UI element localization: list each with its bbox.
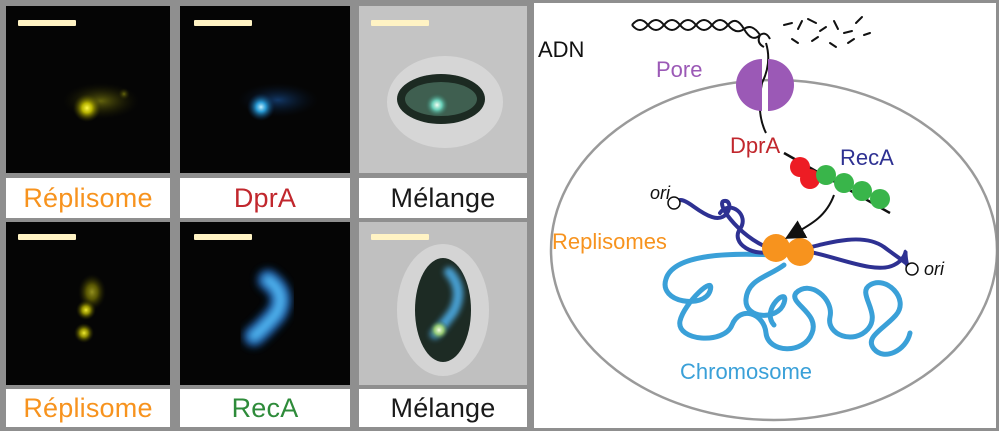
dna-double-helix [631,19,771,48]
transformation-diagram: ADN Pore DprA RecA ori Replisomes ori Ch… [534,3,996,428]
label-melange-1: Mélange [359,178,527,218]
cell-overlay-image [359,222,527,385]
micrograph-replisome-1 [6,6,170,173]
yellow-spot-image [63,83,139,122]
scale-bar [18,20,76,26]
pore-label: Pore [656,57,702,82]
scale-bar [18,234,76,240]
dpra-complex [790,157,820,189]
ori-top-label: ori [650,183,671,203]
scale-bar [194,20,252,26]
blue-spot-image [238,83,318,121]
micrograph-melange-2 [359,222,527,385]
reca-label: RecA [840,145,894,170]
chromosome-label: Chromosome [680,359,812,384]
micrograph-melange-1 [359,6,527,173]
scale-bar [371,20,429,26]
replisomes-label: Replisomes [552,229,667,254]
dpra-label: DprA [730,133,780,158]
blue-filament-image [243,269,292,347]
yellow-spots-image [74,274,106,343]
ori-right [905,262,919,276]
diagram-canvas: ADN Pore DprA RecA ori Replisomes ori Ch… [538,16,996,422]
cell-overlay-image [359,6,527,173]
ori-right-label: ori [924,259,945,279]
adn-label: ADN [538,37,584,62]
scale-bar [194,234,252,240]
label-replisome-1: Réplisome [6,178,170,218]
replisomes [762,234,814,266]
arrow-to-replisome [785,194,835,239]
label-replisome-2: Réplisome [6,389,170,427]
micrograph-reca [180,222,350,385]
ori-top [667,196,681,210]
label-dpra: DprA [180,178,350,218]
label-melange-2: Mélange [359,389,527,427]
scale-bar [371,234,429,240]
micrograph-dpra [180,6,350,173]
reca-filament [816,165,890,209]
micrograph-replisome-2 [6,222,170,385]
label-reca: RecA [180,389,350,427]
dna-fragments [783,16,871,48]
pore [736,59,794,111]
chromosome [662,251,913,357]
